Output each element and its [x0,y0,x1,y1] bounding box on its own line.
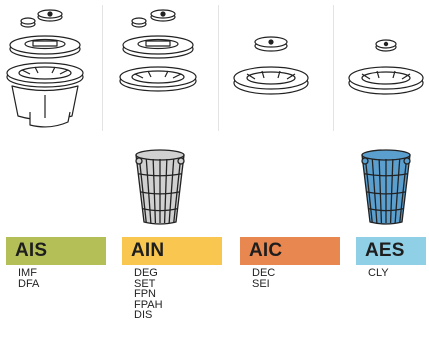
code-item: SEI [252,277,270,290]
code-list: DEC SEI [240,268,340,289]
product-column-aic: AIC DEC SEI [240,237,340,289]
skimmer-assembly-icon [6,9,84,128]
code-item: FPAH [134,298,163,311]
column-divider [102,5,103,131]
code-item: SET [134,277,156,290]
code-item: CLY [368,267,389,279]
skimmer-basket-icon [361,149,411,225]
column-divider [333,5,334,131]
skimmer-assembly-icon [119,9,197,92]
skimmer-assembly-icon [348,39,424,95]
skimmer-assembly-icon [233,36,309,95]
code-list: CLY [356,268,426,279]
column-divider [218,5,219,131]
code-list: DEG SET FPN FPAH DIS [122,268,222,321]
category-badge: AIC [240,237,340,265]
code-item: DIS [134,309,153,322]
code-item: DFA [18,277,40,290]
category-badge: AIS [6,237,106,265]
product-column-aes: AES CLY [356,237,426,279]
product-illustrations [6,9,424,225]
skimmer-basket-icon [135,149,185,225]
category-badge: AIN [122,237,222,265]
code-list: IMF DFA [6,268,106,289]
code-item: FPN [134,288,156,301]
code-item: DEC [252,267,276,279]
product-column-ais: AIS IMF DFA [6,237,106,289]
category-badge: AES [356,237,426,265]
product-column-ain: AIN DEG SET FPN FPAH DIS [122,237,222,321]
code-item: IMF [18,267,37,279]
code-item: DEG [134,267,158,279]
